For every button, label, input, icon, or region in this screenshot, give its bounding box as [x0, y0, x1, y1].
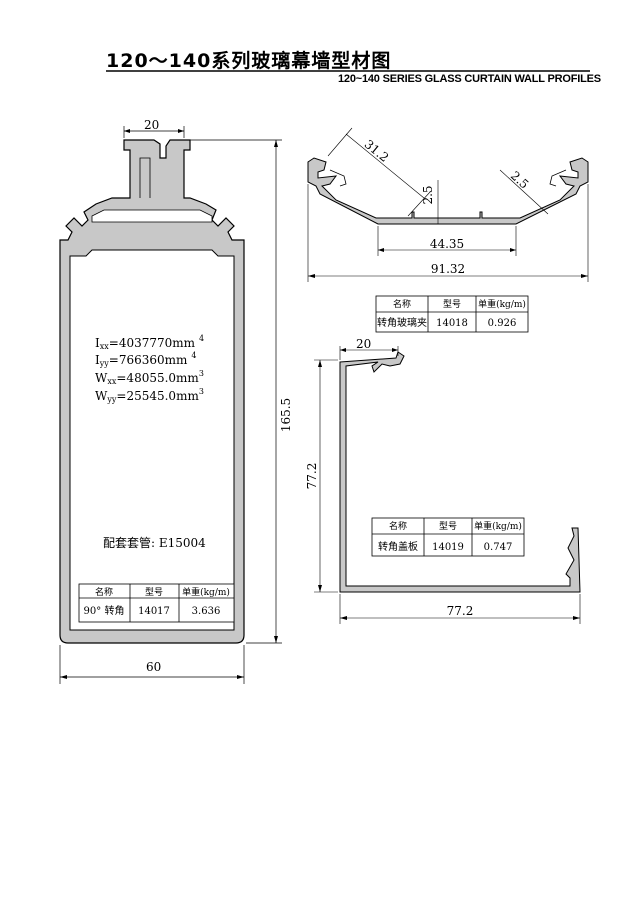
page-title-cn: 120～140系列玻璃幕墙型材图 [106, 50, 392, 72]
svg-text:0.747: 0.747 [484, 542, 513, 553]
table-header-model: 型号 [145, 587, 163, 598]
svg-text:单重(kg/m): 单重(kg/m) [474, 520, 522, 532]
profile-14017-dim-height: 165.5 [279, 398, 293, 432]
svg-text:Wxx=48055.0mm3: Wxx=48055.0mm3 [95, 369, 204, 386]
profile-14018-shape [307, 157, 589, 225]
svg-text:转角盖板: 转角盖板 [378, 540, 418, 553]
svg-text:14019: 14019 [432, 542, 464, 553]
profile-14017-table: 名称 型号 单重(kg/m) 90° 转角 14017 3.636 [78, 583, 235, 623]
svg-text:名称: 名称 [393, 298, 411, 310]
table-cell-model: 14017 [138, 606, 170, 617]
profile-14017-web [91, 209, 213, 223]
svg-text:型号: 型号 [443, 299, 461, 310]
svg-text:型号: 型号 [439, 521, 457, 532]
profile-14019-drawing: 20 77.2 77.2 名称 型号 单重(kg/m) 转角盖板 14019 0… [305, 337, 581, 624]
table-cell-name: 90° 转角 [84, 604, 125, 617]
svg-text:0.926: 0.926 [488, 318, 517, 329]
profile-14017-dim-top: 20 [144, 118, 159, 132]
svg-text:名称: 名称 [389, 520, 407, 532]
profile-14017-dim-bottom: 60 [146, 660, 161, 674]
profile-14018-dim-overall: 91.32 [431, 262, 465, 276]
table-header-weight: 单重(kg/m) [182, 586, 230, 598]
svg-text:转角玻璃夹: 转角玻璃夹 [377, 316, 427, 329]
profile-14018-dim-base: 44.35 [430, 237, 464, 251]
profile-14019-dim-top: 20 [356, 337, 371, 351]
page-title-en: 120~140 SERIES GLASS CURTAIN WALL PROFIL… [338, 73, 601, 85]
svg-text:14018: 14018 [436, 318, 468, 329]
profile-14019-table: 名称 型号 单重(kg/m) 转角盖板 14019 0.747 [371, 517, 525, 557]
profile-14018-table: 名称 型号 单重(kg/m) 转角玻璃夹 14018 0.926 [375, 295, 529, 333]
profile-14019-shape [339, 351, 581, 593]
profile-14019-dim-height: 77.2 [305, 463, 319, 490]
profile-14017-sleeve: 配套套管: E15004 [103, 535, 206, 550]
profile-14018-dim-slant: 31.2 [362, 137, 392, 165]
table-header-name: 名称 [95, 586, 113, 598]
svg-text:Wyy=25545.0mm3: Wyy=25545.0mm3 [95, 387, 204, 404]
profile-14019-dim-bottom: 77.2 [447, 604, 474, 618]
profile-14017-cavity [69, 249, 235, 631]
table-cell-weight: 3.636 [192, 606, 221, 617]
profile-14018-dim-lip: 2.5 [421, 185, 435, 204]
svg-text:单重(kg/m): 单重(kg/m) [478, 298, 526, 310]
profile-14018-dim-lip-right: 2.5 [508, 168, 532, 191]
profile-14018-drawing: 31.2 2.5 2.5 44.35 91.32 名称 型号 单重(kg/m) … [307, 127, 589, 333]
